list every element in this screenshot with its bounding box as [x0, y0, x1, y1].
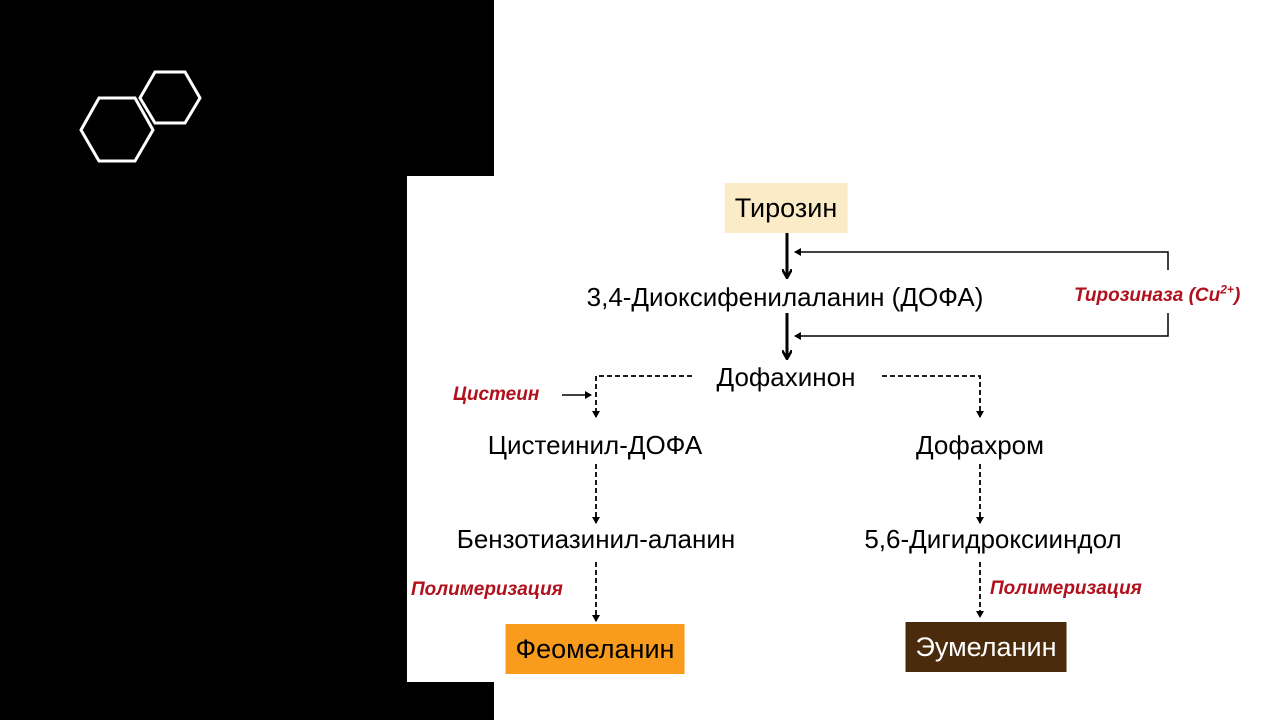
cysteine-label: Цистеин	[453, 384, 540, 405]
enzyme-prefix: Тирозиназа (Cu	[1074, 285, 1221, 306]
polymerization-right-label: Полимеризация	[990, 578, 1142, 599]
diagram-panel	[407, 176, 1269, 682]
hexagon-large-icon	[79, 96, 155, 163]
dihydroxyindole-node: 5,6-Дигидроксииндол	[864, 524, 1122, 554]
benzothiazinyl-alanine-node: Бензотиазинил-аланин	[456, 524, 736, 554]
hexagon-small-icon	[138, 70, 202, 125]
polymerization-left-label: Полимеризация	[411, 579, 563, 600]
enzyme-charge: 2+	[1220, 282, 1234, 297]
tyrosine-node: Тирозин	[724, 183, 848, 233]
dopachrome-node: Дофахром	[915, 430, 1045, 460]
enzyme-suffix: )	[1233, 285, 1241, 306]
pheomelanin-label: Феомеланин	[515, 634, 675, 664]
eumelanin-node: Эумеланин	[905, 622, 1067, 672]
hexagon-outline-icon	[79, 70, 202, 163]
enzyme-label: Тирозиназа (Cu2+)	[1074, 282, 1241, 306]
dopaquinone-node: Дофахинон	[716, 362, 856, 392]
eumelanin-label: Эумеланин	[915, 632, 1057, 662]
tyrosine-label: Тирозин	[734, 193, 838, 223]
pheomelanin-node: Феомеланин	[505, 624, 685, 674]
cysteinyl-dopa-node: Цистеинил-ДОФА	[487, 430, 703, 460]
dopa-node: 3,4-Диоксифенилаланин (ДОФА)	[586, 282, 984, 312]
